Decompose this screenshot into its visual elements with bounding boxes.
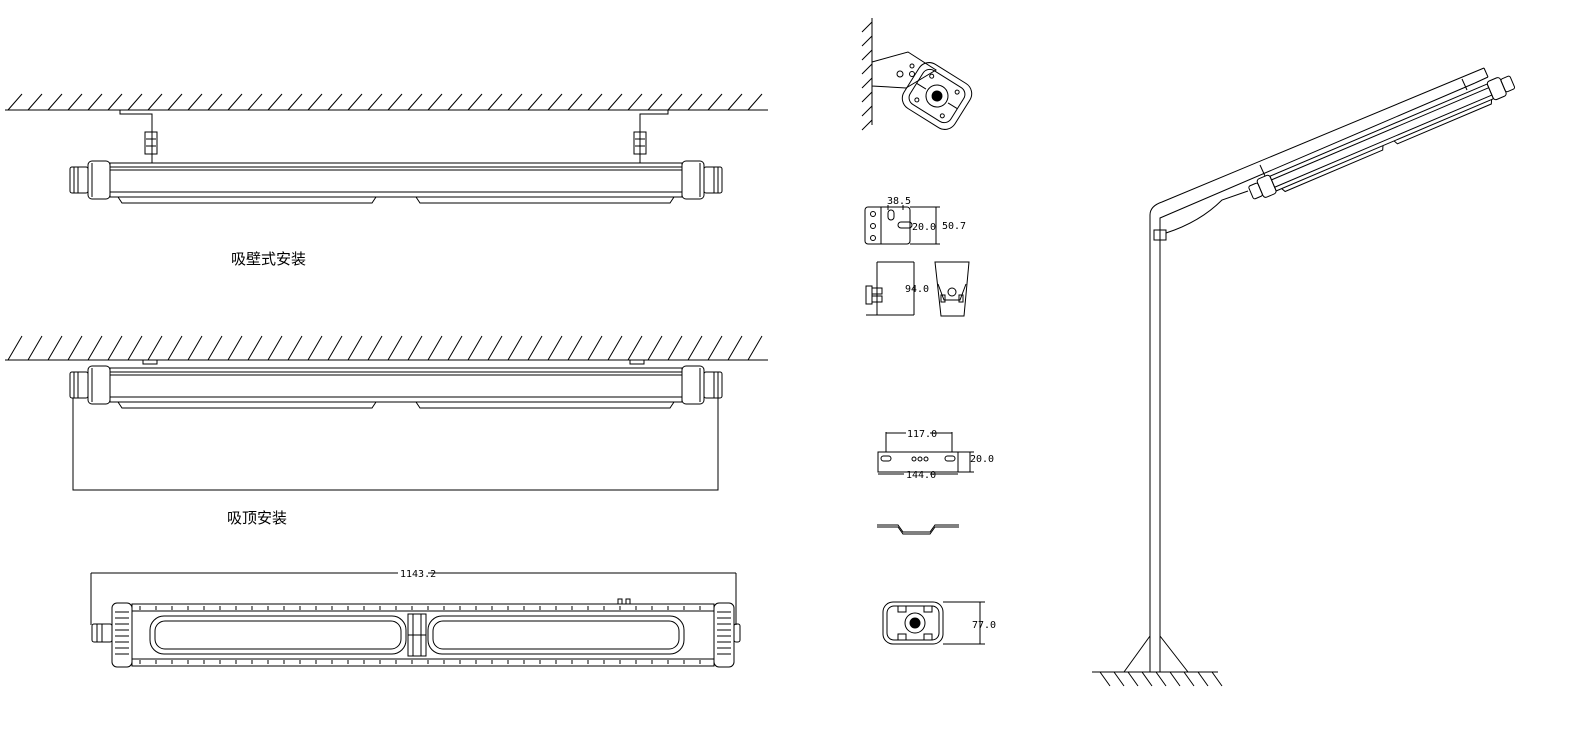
wall-mount-label: 吸壁式安装: [231, 250, 306, 268]
bracket-plate-front: 38.5 20.0 50.7: [864, 196, 966, 245]
clip-height-dim: 20.0: [970, 454, 994, 465]
clip-outer-dim: 144.0: [906, 470, 936, 481]
end-height-dim: 77.0: [972, 620, 996, 631]
ceiling-mount-view: [5, 335, 768, 491]
wall-mount-view: [5, 93, 768, 204]
clip-inner-dim: 117.0: [907, 429, 937, 440]
mount-bracket-right: [633, 110, 669, 163]
pole-bracket: [1153, 229, 1167, 241]
luminaire-front-view: 1143.2: [90, 569, 741, 668]
slot-depth-dim: 20.0: [912, 222, 936, 233]
luminaire-side-1: [69, 160, 723, 204]
ceiling-hatch-1: [5, 93, 768, 111]
overall-length-dim: 1143.2: [400, 569, 436, 580]
bracket-end-view: [934, 261, 970, 317]
bracket-depth-dim: 94.0: [905, 284, 929, 295]
clip-profile: [877, 524, 959, 535]
slot-spacing-dim: 38.5: [887, 196, 911, 207]
bracket-height-dim: 50.7: [942, 221, 966, 232]
bracket-side-view: 94.0: [865, 261, 929, 316]
mount-bracket-left: [119, 110, 158, 163]
ceiling-hatch-2: [5, 335, 768, 361]
luminaire-side-2: [69, 365, 723, 409]
pole-mount-view: [1092, 67, 1516, 687]
ceiling-clip-left: [142, 359, 158, 365]
end-cap-view: 77.0: [882, 601, 996, 645]
ceiling-mount-label: 吸顶安装: [227, 509, 287, 527]
ceiling-clip-right: [629, 359, 645, 365]
pole-luminaire: [1248, 75, 1516, 200]
ceiling-outline-frame: [72, 398, 719, 491]
clip-plate-front: 117.0 144.0 20.0: [877, 429, 994, 481]
wall-bracket-detail: [861, 18, 973, 131]
